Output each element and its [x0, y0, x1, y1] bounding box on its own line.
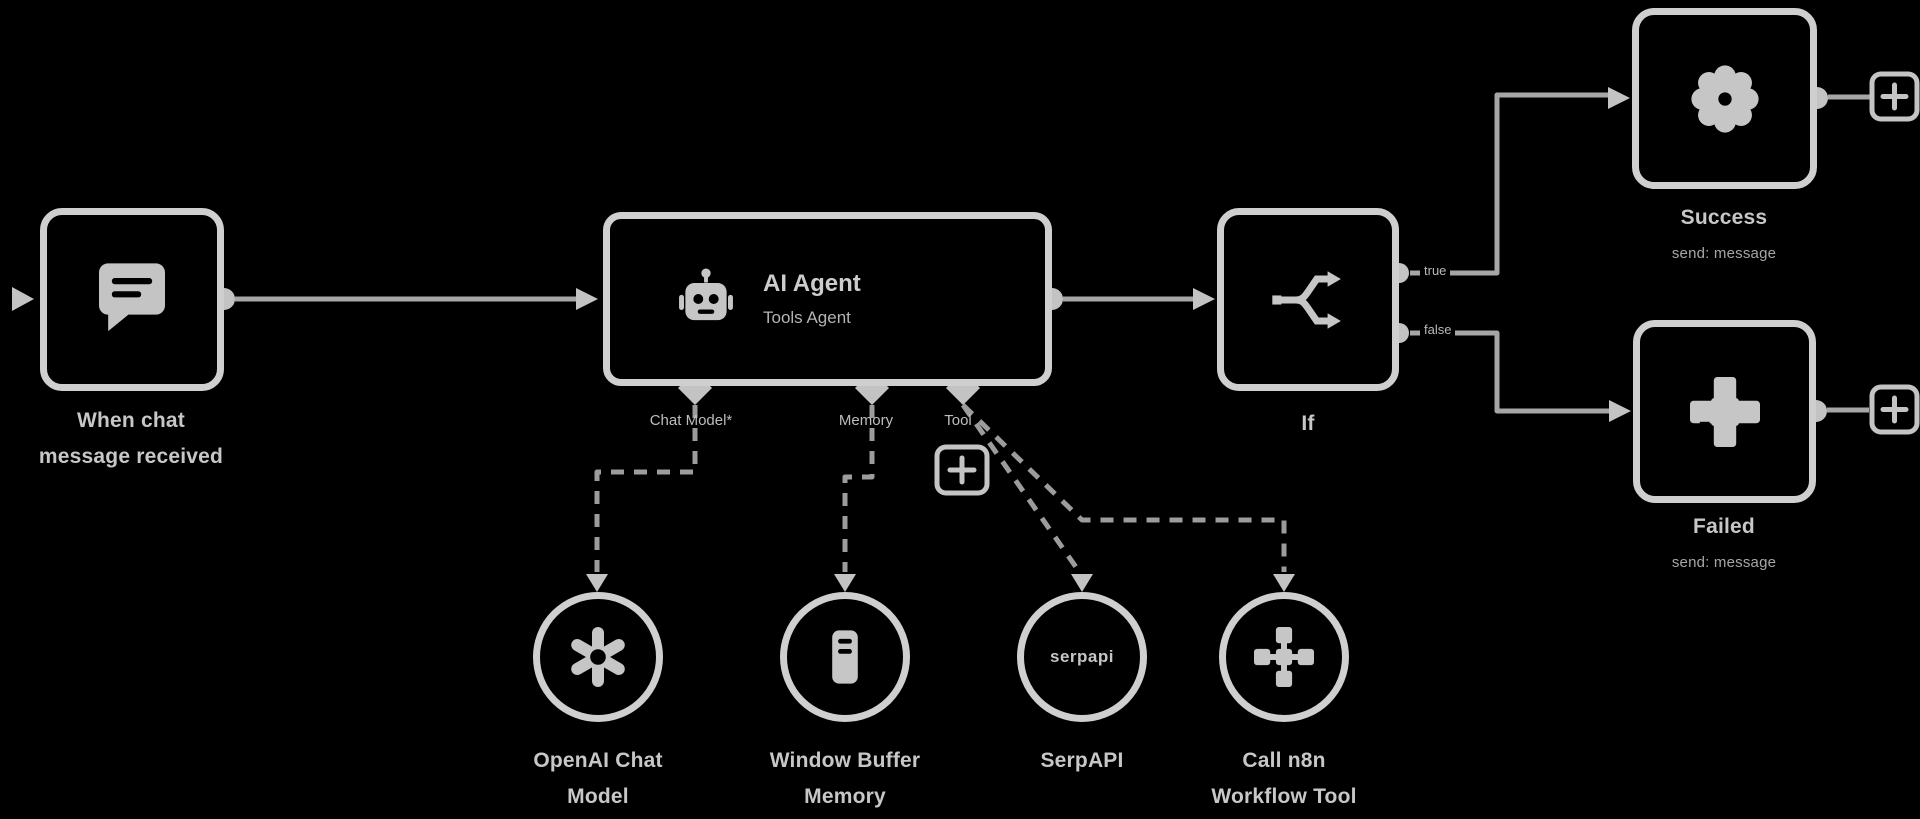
success-node-title: Success: [1680, 206, 1768, 229]
failed-input-arrow[interactable]: [1609, 400, 1631, 422]
openai-label-line2: Model: [567, 785, 629, 808]
if-false-branch-label: false: [1420, 322, 1456, 337]
call-n8n-workflow-tool-label: Call n8n Workflow Tool: [1144, 743, 1424, 815]
failed-node-subtitle: send: message: [1671, 554, 1777, 571]
chat-bubble-icon: [88, 256, 176, 344]
ai-agent-node[interactable]: AI Agent Tools Agent: [603, 212, 1052, 386]
wire-tool-calln8n: [961, 403, 1287, 572]
success-input-arrow[interactable]: [1608, 87, 1630, 109]
if-node[interactable]: [1217, 208, 1399, 391]
trigger-input-arrow[interactable]: [12, 287, 34, 311]
openai-label-line1: OpenAI Chat: [533, 749, 663, 772]
memory-label-line1: Window Buffer: [769, 749, 921, 772]
failed-node-label: Failed send: message: [1574, 509, 1874, 573]
openai-chat-model-label: OpenAI Chat Model: [458, 743, 738, 815]
memory-connector-label: Memory: [838, 412, 894, 429]
window-buffer-memory-node[interactable]: [780, 592, 910, 722]
chat-trigger-label: When chat message received: [0, 403, 271, 475]
if-input-arrow[interactable]: [1193, 288, 1215, 310]
wire-tool-serpapi: [960, 403, 1081, 572]
failed-node-title: Failed: [1693, 515, 1755, 538]
success-node-subtitle: send: message: [1671, 245, 1777, 262]
chat-model-connector-label: Chat Model*: [649, 412, 733, 429]
memory-icon: [813, 625, 877, 689]
serpapi-label: SerpAPI: [942, 743, 1222, 779]
calln8n-label-line2: Workflow Tool: [1211, 785, 1357, 808]
window-buffer-memory-label: Window Buffer Memory: [705, 743, 985, 815]
wire-chatmodel: [594, 405, 698, 572]
ai-agent-subtitle: Tools Agent: [763, 308, 851, 327]
wire-if-false-to-failed: [1410, 330, 1609, 414]
if-node-label: If: [1301, 412, 1315, 435]
memory-label-line2: Memory: [804, 785, 886, 808]
success-add-next-button[interactable]: [1869, 71, 1920, 122]
serpapi-wordmark: serpapi: [1050, 647, 1114, 666]
wire-if-true-to-success: [1410, 92, 1608, 276]
chat-trigger-label-line1: When chat: [77, 409, 185, 432]
failed-add-next-button[interactable]: [1869, 384, 1920, 435]
success-node-label: Success send: message: [1574, 200, 1874, 264]
tool-connector-label: Tool: [944, 412, 972, 429]
failed-node[interactable]: [1633, 320, 1816, 503]
cross-blocks-icon: [1683, 370, 1767, 454]
openai-logo-icon: [562, 621, 634, 693]
wire-memory: [842, 405, 875, 572]
branch-icon: [1266, 258, 1350, 342]
robot-icon: [673, 266, 739, 332]
arrowhead-serpapi: [1071, 574, 1093, 592]
flower-gear-icon: [1683, 57, 1767, 141]
success-node[interactable]: [1632, 8, 1817, 189]
call-n8n-workflow-tool-node[interactable]: [1219, 592, 1349, 722]
ai-agent-title: AI Agent: [763, 270, 861, 297]
serpapi-label-line1: SerpAPI: [1040, 749, 1124, 772]
chat-trigger-node[interactable]: [40, 208, 224, 391]
workflow-blocks-icon: [1248, 621, 1320, 693]
serpapi-node[interactable]: serpapi: [1017, 592, 1147, 722]
agent-input-arrow[interactable]: [576, 288, 598, 310]
arrowhead-memory: [834, 574, 856, 592]
add-tool-button[interactable]: [934, 444, 990, 496]
calln8n-label-line1: Call n8n: [1242, 749, 1326, 772]
if-true-branch-label: true: [1420, 263, 1451, 278]
chat-trigger-label-line2: message received: [38, 445, 224, 468]
arrowhead-openai: [586, 574, 608, 592]
openai-chat-model-node[interactable]: [533, 592, 663, 722]
arrowhead-calln8n: [1273, 574, 1295, 592]
